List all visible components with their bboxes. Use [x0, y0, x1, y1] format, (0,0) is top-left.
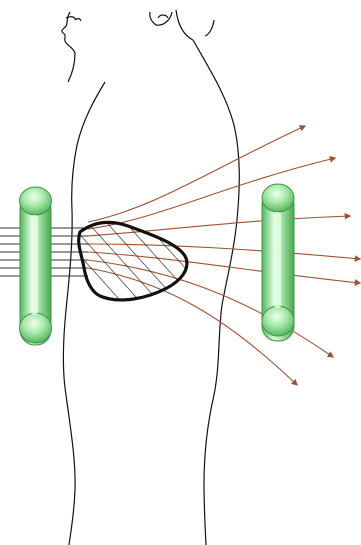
green-plate-right-icon	[262, 184, 294, 341]
heart-hatched-icon	[79, 222, 187, 299]
green-plate-left-icon	[20, 187, 52, 345]
